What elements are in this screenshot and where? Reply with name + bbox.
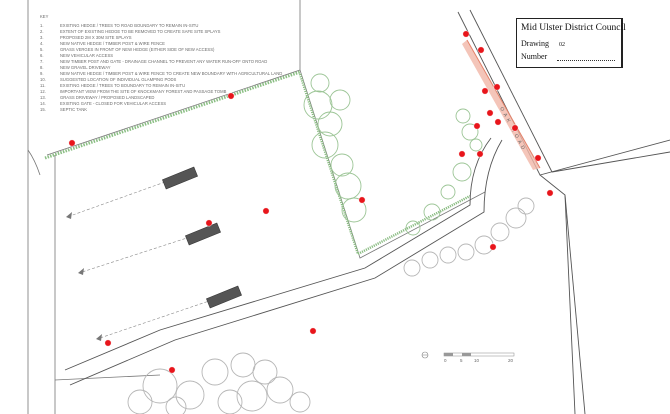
legend-title: KEY (40, 14, 49, 19)
key-marker (493, 83, 501, 91)
key-marker (458, 150, 466, 158)
legend-text: GRASS VERGES IN FRONT OF NEW HEDGE (EITH… (60, 47, 215, 52)
glamping-pods (162, 166, 242, 309)
legend-number: 13. (40, 95, 46, 100)
tree-canopy-grey (127, 197, 535, 414)
scale-tick: 5 (460, 358, 463, 363)
legend-text: EXISTING GATE - CLOSED FOR VEHICULAR ACC… (60, 101, 167, 106)
legend-number: 4. (40, 41, 44, 46)
legend-text: EXTENT OF EXISTING HEDGE TO BE REMOVED T… (60, 29, 221, 34)
legend-number: 15. (40, 107, 46, 112)
legend-item: 8. NEW GRAVEL DRIVEWAY (40, 65, 290, 71)
glamping-pod-3 (206, 285, 242, 309)
legend-text: NEW NATIVE HEDGE / TIMBER POST & WIRE FE… (60, 41, 165, 46)
legend-text: NEW VEHICULAR ACCESS (60, 53, 114, 58)
key-marker (477, 46, 485, 54)
legend-number: 14. (40, 101, 46, 106)
legend-item: 12. IMPORTANT VIEW FROM THE SITE OF KNOCK… (40, 89, 290, 95)
legend-text: SUGGESTED LOCATION OF INDIVIDUAL GLAMPIN… (60, 77, 177, 82)
legend-item: 3. PROPOSED 2m x 30m SITE SPLAYS (40, 35, 290, 41)
key-marker (168, 366, 176, 374)
legend-item: 6. NEW VEHICULAR ACCESS (40, 53, 290, 59)
legend-text: PROPOSED 2m x 30m SITE SPLAYS (60, 35, 132, 40)
key-marker (205, 219, 213, 227)
view-arrows (66, 212, 102, 341)
scale-tick: 0 (444, 358, 447, 363)
legend-number: 2. (40, 29, 44, 34)
legend-item: 1. EXISTING HEDGE / TREES TO ROAD BOUNDAR… (40, 23, 290, 29)
legend-number: 1. (40, 23, 44, 28)
hedge-boundary-north (44, 70, 301, 160)
legend-number: 10. (40, 77, 46, 82)
key-marker (546, 189, 554, 197)
key-marker (481, 87, 489, 95)
key-markers (68, 30, 554, 374)
legend-item: 14. EXISTING GATE - CLOSED FOR VEHICULAR … (40, 101, 290, 107)
legend-text: NEW TIMBER POST AND GATE - DRAINAGE CHAN… (60, 59, 268, 64)
legend-item: 15. SEPTIC TANK (40, 107, 290, 113)
glamping-pod-2 (185, 222, 221, 246)
key-marker (462, 30, 470, 38)
legend-list: 1. EXISTING HEDGE / TREES TO ROAD BOUNDAR… (40, 23, 290, 113)
legend-item: 11. EXISTING HEDGE / TREES TO BOUNDARY TO… (40, 83, 290, 89)
drawing-number: 02 (559, 42, 565, 48)
key-marker (494, 118, 502, 126)
legend-item: 13. GRASS DRIVEWAY / PROPOSED LANDSCAPED (40, 95, 290, 101)
legend-item: 2. EXTENT OF EXISTING HEDGE TO BE REMOVED… (40, 29, 290, 35)
legend-item: 5. GRASS VERGES IN FRONT OF NEW HEDGE (EI… (40, 47, 290, 53)
scale-tick: 10 (474, 358, 480, 363)
drawing-label: Drawing (521, 39, 549, 48)
legend-text: SEPTIC TANK (60, 107, 88, 112)
key-marker (309, 327, 317, 335)
site-splay (462, 39, 541, 170)
key-marker (486, 109, 494, 117)
legend-text: NEW GRAVEL DRIVEWAY (60, 65, 111, 70)
key-marker (68, 139, 76, 147)
legend-item: 7. NEW TIMBER POST AND GATE - DRAINAGE CH… (40, 59, 290, 65)
roads (64, 9, 670, 414)
view-lines (69, 181, 213, 339)
key-marker (511, 124, 519, 132)
legend-number: 12. (40, 89, 46, 94)
legend-text: IMPORTANT VIEW FROM THE SITE OF KNOCKMAN… (60, 89, 227, 94)
key-marker (473, 122, 481, 130)
legend-text: EXISTING HEDGE / TREES TO BOUNDARY TO RE… (60, 83, 186, 88)
organisation-name: Mid Ulster District Council (521, 23, 626, 33)
legend-number: 8. (40, 65, 44, 70)
legend-text: EXISTING HEDGE / TREES TO ROAD BOUNDARY … (60, 23, 199, 28)
legend-number: 3. (40, 35, 44, 40)
legend-text: GRASS DRIVEWAY / PROPOSED LANDSCAPED (60, 95, 155, 100)
key-marker (534, 154, 542, 162)
legend-item: 10. SUGGESTED LOCATION OF INDIVIDUAL GLAM… (40, 77, 290, 83)
glamping-pod-1 (162, 166, 198, 190)
legend-number: 11. (40, 83, 46, 88)
number-label: Number (521, 52, 548, 61)
key-marker (476, 150, 484, 158)
key-marker (104, 339, 112, 347)
key-marker (489, 243, 497, 251)
legend-key: KEY 1. EXISTING HEDGE / TREES TO ROAD BOU… (40, 14, 290, 113)
key-marker (227, 92, 235, 100)
legend-number: 6. (40, 53, 44, 58)
title-block: Mid Ulster District Council Drawing 02 N… (516, 18, 626, 68)
legend-number: 9. (40, 71, 44, 76)
key-marker (358, 196, 366, 204)
legend-item: 9. NEW NATIVE HEDGE / TIMBER POST & WIRE … (40, 71, 290, 77)
site-boundary (27, 0, 486, 414)
key-marker (262, 207, 270, 215)
legend-text: NEW NATIVE HEDGE / TIMBER POST & WIRE FE… (60, 71, 283, 76)
tree-clusters (303, 73, 483, 236)
hedge-boundary-east (298, 73, 471, 256)
legend-number: 5. (40, 47, 44, 52)
scale-bar: 0 5 10 20 (421, 351, 515, 363)
scale-tick: 20 (508, 358, 514, 363)
legend-number: 7. (40, 59, 44, 64)
legend-item: 4. NEW NATIVE HEDGE / TIMBER POST & WIRE … (40, 41, 290, 47)
number-line (557, 60, 615, 61)
